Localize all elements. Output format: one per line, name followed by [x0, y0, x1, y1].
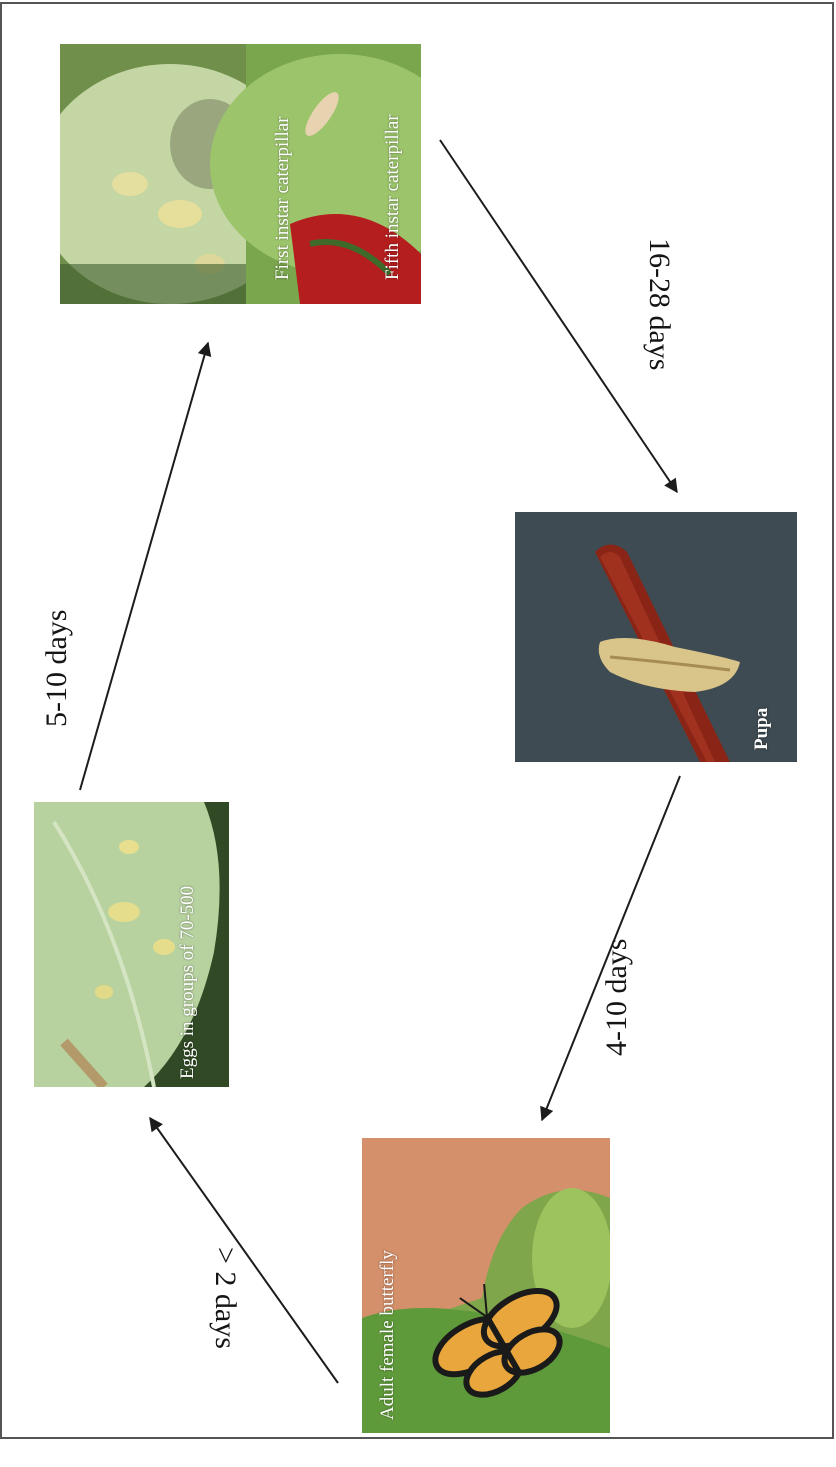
duration-eggs-to-caterpillar: 5-10 days	[40, 610, 74, 727]
first-instar-caption: First instar caterpillar	[272, 116, 294, 280]
arrow-eggs-to-caterpillar	[80, 343, 208, 790]
arrow-adult-to-eggs	[150, 1118, 338, 1383]
duration-adult-to-eggs: > 2 days	[208, 1247, 242, 1349]
fifth-instar-caption: Fifth instar caterpillar	[382, 114, 404, 280]
caterpillar-photo: First instar caterpillar Fifth instar ca…	[60, 44, 421, 304]
adult-photo: Adult female butterfly	[362, 1138, 610, 1433]
adult-photo-image	[362, 1138, 610, 1433]
duration-caterpillar-to-pupa: 16-28 days	[642, 238, 676, 370]
eggs-caption: Eggs in groups of 70-500	[177, 886, 199, 1079]
eggs-photo-image	[34, 802, 229, 1087]
caterpillar-photo-image	[60, 44, 421, 304]
duration-pupa-to-adult: 4-10 days	[600, 939, 634, 1056]
pupa-photo: Pupa	[515, 512, 797, 762]
pupa-caption: Pupa	[751, 708, 773, 750]
adult-caption: Adult female butterfly	[377, 1250, 399, 1420]
eggs-photo: Eggs in groups of 70-500	[34, 802, 229, 1087]
